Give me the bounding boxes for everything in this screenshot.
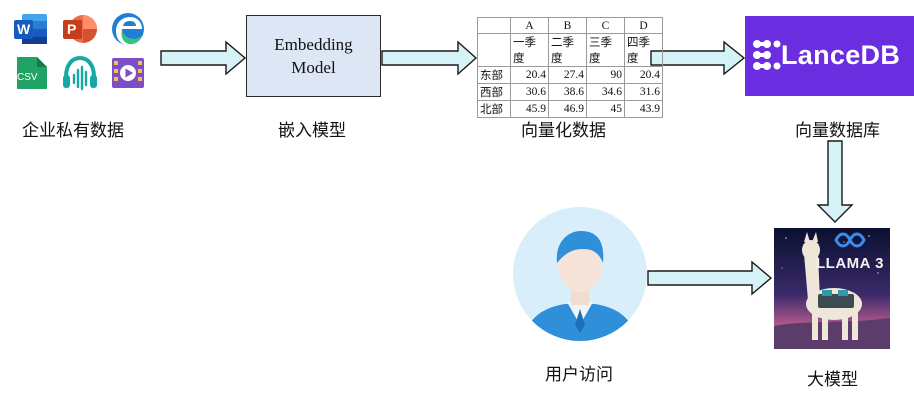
header-cell: 三季度	[586, 33, 625, 67]
table-cell: 30.6	[510, 83, 549, 101]
row-label: 北部	[477, 100, 511, 118]
llama3-image: LLAMA 3	[774, 228, 890, 349]
col-letter: C	[586, 17, 625, 34]
word-icon: W	[13, 11, 49, 47]
table-cell: 20.4	[510, 66, 549, 84]
row-label: 西部	[477, 83, 511, 101]
arrow-embedding-to-vector	[381, 40, 478, 76]
col-letter	[477, 17, 511, 34]
edge-icon	[110, 11, 146, 47]
embedding-line-1: Embedding	[274, 35, 353, 54]
meta-logo-icon	[834, 232, 866, 248]
csv-icon: CSV	[13, 55, 49, 91]
col-letter: D	[624, 17, 663, 34]
header-cell	[477, 33, 511, 67]
audio-icon	[60, 53, 100, 93]
ppt-letter: P	[67, 21, 77, 37]
table-row: 东部 20.4 27.4 90 20.4	[477, 66, 663, 84]
lancedb-wordmark: LanceDB	[781, 40, 901, 70]
caption-vector-data: 向量化数据	[521, 121, 606, 141]
header-cell: 一季度	[510, 33, 549, 67]
lancedb-mark-icon	[753, 40, 781, 70]
lancedb-logo: LanceDB	[745, 16, 914, 96]
embedding-model-box: Embedding Model	[246, 15, 381, 97]
caption-private-data: 企业私有数据	[22, 121, 124, 141]
llama3-wordmark: LLAMA 3	[816, 255, 884, 272]
table-cell: 38.6	[548, 83, 587, 101]
user-avatar-icon	[513, 207, 647, 341]
video-icon	[110, 55, 146, 91]
table-row: 西部 30.6 38.6 34.6 31.6	[477, 83, 663, 101]
table-cell: 45.9	[510, 100, 549, 118]
csv-label: CSV	[17, 72, 38, 83]
table-row: 北部 45.9 46.9 45 43.9	[477, 100, 663, 118]
table-cell: 27.4	[548, 66, 587, 84]
arrow-db-to-llm	[816, 140, 854, 223]
caption-vector-db: 向量数据库	[795, 121, 880, 141]
caption-embedding: 嵌入模型	[278, 121, 346, 141]
embedding-line-2: Model	[291, 58, 336, 77]
arrow-vector-to-db	[650, 40, 746, 76]
col-letter: B	[548, 17, 587, 34]
header-cell: 四季度	[624, 33, 663, 67]
row-label: 东部	[477, 66, 511, 84]
vector-data-table: A B C D 一季度 二季度 三季度 四季度 东部 20.4 27.4 90 …	[477, 17, 663, 118]
table-cell: 31.6	[624, 83, 663, 101]
word-letter: W	[17, 21, 31, 37]
caption-llm: 大模型	[807, 370, 858, 390]
table-cell: 46.9	[548, 100, 587, 118]
header-cell: 二季度	[548, 33, 587, 67]
table-cell: 43.9	[624, 100, 663, 118]
col-letter: A	[510, 17, 549, 34]
caption-user: 用户访问	[545, 365, 613, 385]
arrow-data-to-embedding	[160, 40, 247, 76]
table-cell: 45	[586, 100, 625, 118]
powerpoint-icon: P	[62, 11, 98, 47]
table-cell: 34.6	[586, 83, 625, 101]
table-cell: 90	[586, 66, 625, 84]
table-header-row: 一季度 二季度 三季度 四季度	[477, 33, 663, 67]
table-column-letters: A B C D	[477, 17, 663, 34]
table-cell: 20.4	[624, 66, 663, 84]
arrow-user-to-llm	[647, 260, 773, 296]
